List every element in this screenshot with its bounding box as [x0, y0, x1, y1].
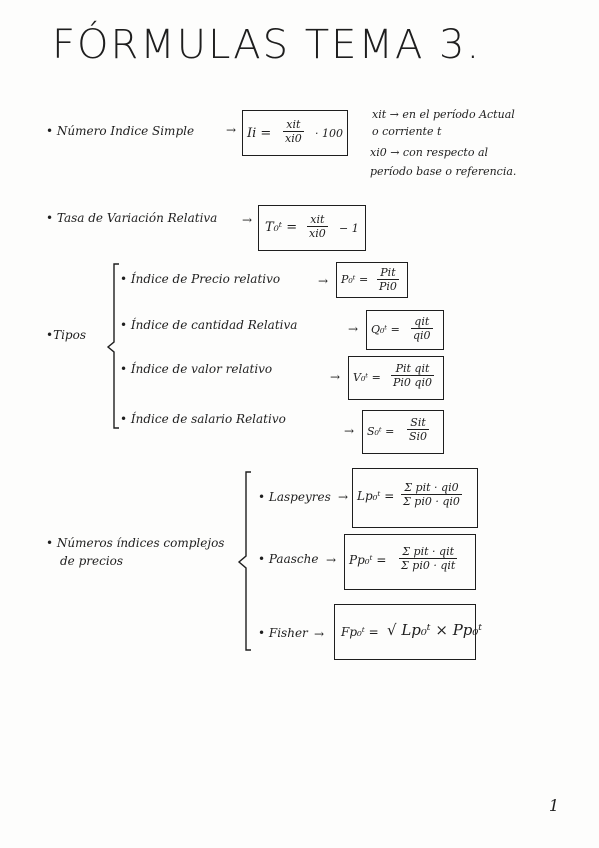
types-item-value-box: V₀ᵗ = Pit qit Pi0 qi0 — [348, 356, 444, 400]
rate-numerator: xit — [307, 213, 328, 227]
simple-index-tail: · 100 — [315, 127, 343, 140]
simple-index-numerator: xit — [283, 118, 304, 132]
types-item-value-label: • Índice de valor relativo — [120, 362, 273, 376]
simple-index-label: • Número Indice Simple — [46, 124, 195, 138]
types-item-price-denominator: Pi0 — [379, 280, 397, 293]
rate-arrow: → — [242, 213, 253, 227]
page-number: 1 — [548, 796, 559, 815]
simple-note-4: período base o referencia. — [370, 165, 517, 178]
complex-brace — [237, 471, 251, 651]
types-item-quantity-fraction: qit qi0 — [411, 315, 433, 342]
types-brace — [106, 263, 119, 429]
simple-index-fraction: xit xi0 — [283, 118, 304, 145]
types-item-price-arrow: → — [318, 274, 329, 288]
simple-note-1: xit → en el período Actual — [372, 108, 515, 121]
types-item-value-numerator: Pit qit — [391, 362, 434, 376]
laspeyres-denominator: Σ pi0 · qi0 — [403, 495, 460, 508]
laspeyres-label: • Laspeyres — [258, 490, 331, 504]
simple-index-formula-box: Ii = xit xi0 · 100 — [242, 110, 348, 156]
types-item-quantity-denominator: qi0 — [413, 329, 431, 342]
laspeyres-numerator: Σ pit · qi0 — [401, 481, 462, 495]
paasche-arrow: → — [326, 553, 337, 567]
paasche-numerator: Σ pit · qit — [399, 545, 458, 559]
types-item-price-lhs: P₀ᵗ = — [341, 273, 369, 286]
types-item-salary-denominator: Si0 — [409, 430, 428, 443]
types-item-quantity-label: • Índice de cantidad Relativa — [120, 318, 298, 332]
simple-index-denominator: xi0 — [285, 132, 302, 145]
rate-lhs: T₀ᵗ = — [265, 220, 298, 235]
laspeyres-lhs: Lp₀ᵗ = — [357, 489, 395, 503]
types-item-price-numerator: Pit — [377, 266, 399, 280]
rate-denominator: xi0 — [309, 227, 326, 240]
laspeyres-arrow: → — [338, 490, 349, 504]
types-item-price-box: P₀ᵗ = Pit Pi0 — [336, 262, 408, 298]
types-item-value-lhs: V₀ᵗ = — [353, 371, 381, 384]
simple-note-2: o corriente t — [372, 125, 442, 138]
types-item-quantity-arrow: → — [348, 322, 359, 336]
fisher-arrow: → — [314, 627, 325, 641]
laspeyres-fraction: Σ pit · qi0 Σ pi0 · qi0 — [401, 481, 462, 508]
rate-fraction: xit xi0 — [307, 213, 328, 240]
paasche-formula-box: Pp₀ᵗ = Σ pit · qit Σ pi0 · qit — [344, 534, 476, 590]
types-item-quantity-box: Q₀ᵗ = qit qi0 — [366, 310, 444, 350]
types-item-quantity-lhs: Q₀ᵗ = — [371, 323, 400, 336]
types-item-salary-box: S₀ᵗ = Sit Si0 — [362, 410, 444, 454]
rate-label: • Tasa de Variación Relativa — [46, 211, 218, 225]
complex-label-line1: • Números índices complejos — [46, 536, 225, 550]
types-item-price-fraction: Pit Pi0 — [377, 266, 399, 293]
types-item-value-arrow: → — [330, 370, 341, 384]
types-item-quantity-numerator: qit — [411, 315, 433, 329]
rate-tail: − 1 — [339, 222, 359, 235]
types-item-salary-fraction: Sit Si0 — [407, 416, 430, 443]
paasche-fraction: Σ pit · qit Σ pi0 · qit — [399, 545, 458, 572]
fisher-label: • Fisher — [258, 626, 308, 640]
fisher-lhs: Fp₀ᵗ = — [341, 625, 379, 639]
simple-index-arrow: → — [226, 123, 237, 137]
types-item-salary-arrow: → — [344, 424, 355, 438]
paasche-denominator: Σ pi0 · qit — [401, 559, 456, 572]
types-item-salary-lhs: S₀ᵗ = — [367, 425, 395, 438]
paasche-label: • Paasche — [258, 552, 319, 566]
types-label: •Tipos — [46, 328, 86, 342]
simple-note-3: xi0 → con respecto al — [370, 146, 489, 159]
types-item-salary-numerator: Sit — [407, 416, 430, 430]
paasche-lhs: Pp₀ᵗ = — [349, 553, 387, 567]
fisher-expression: √ Lp₀ᵗ × Pp₀ᵗ — [387, 621, 483, 639]
simple-index-lhs: Ii = — [247, 126, 272, 141]
types-item-price-label: • Índice de Precio relativo — [120, 272, 281, 286]
types-item-value-fraction: Pit qit Pi0 qi0 — [391, 362, 434, 389]
fisher-formula-box: Fp₀ᵗ = √ Lp₀ᵗ × Pp₀ᵗ — [334, 604, 482, 660]
rate-formula-box: T₀ᵗ = xit xi0 − 1 — [258, 205, 366, 251]
complex-label-line2: de precios — [60, 554, 124, 568]
types-item-value-denominator: Pi0 qi0 — [393, 376, 432, 389]
page-title: FÓRMULAS TEMA 3. — [52, 22, 482, 68]
types-item-salary-label: • Índice de salario Relativo — [120, 412, 286, 426]
laspeyres-formula-box: Lp₀ᵗ = Σ pit · qi0 Σ pi0 · qi0 — [352, 468, 478, 528]
